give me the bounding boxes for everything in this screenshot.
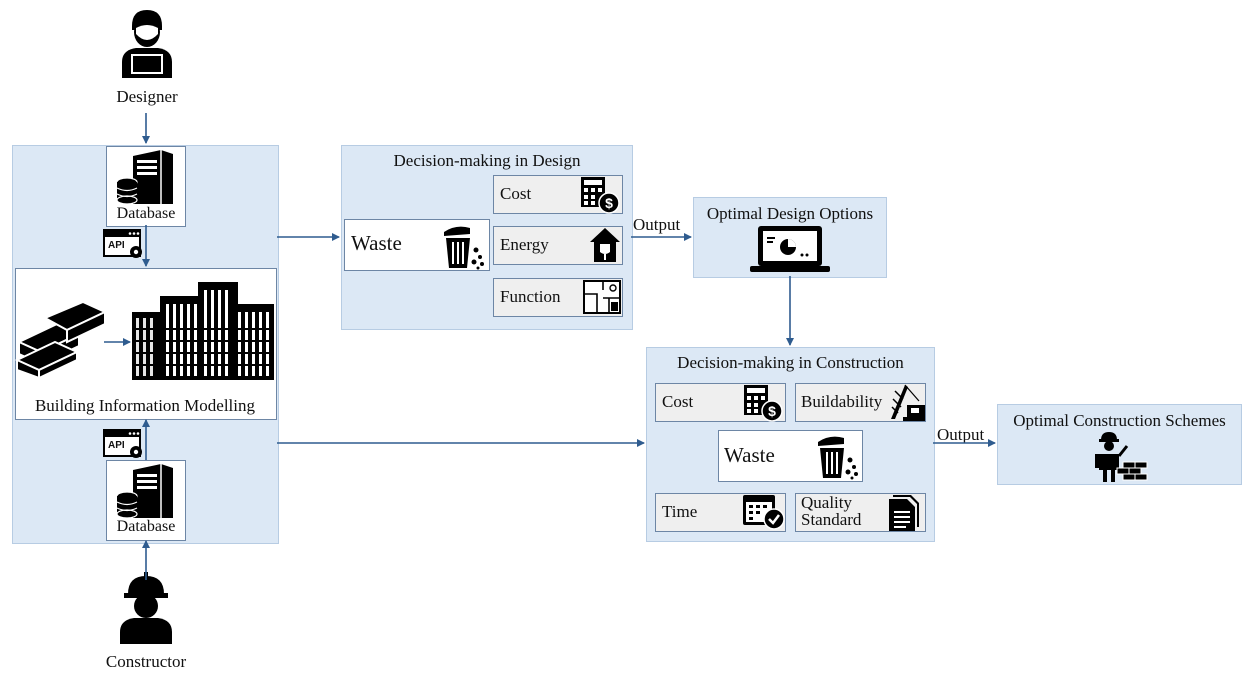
house-plug-icon (590, 228, 620, 262)
design-waste-label: Waste (351, 231, 402, 255)
construction-cost-label: Cost (662, 392, 694, 411)
trash-bin-icon (444, 226, 484, 270)
crane-icon (891, 384, 925, 421)
document-icon (889, 495, 919, 531)
calendar-check-icon (743, 495, 785, 530)
database-bottom-label: Database (116, 518, 176, 535)
svg-text:$: $ (605, 195, 613, 211)
output-label-construction: Output (937, 425, 985, 444)
construction-waste-label: Waste (724, 443, 775, 467)
calculator-dollar-icon: $ (581, 177, 620, 214)
construction-panel-title: Decision-making in Construction (677, 353, 904, 372)
output-label-design: Output (633, 215, 681, 234)
api-top-text: API (108, 240, 125, 251)
database-top-label: Database (116, 205, 176, 222)
bim-label: Building Information Modelling (34, 396, 256, 415)
api-icon-bottom (103, 429, 142, 458)
designer-icon (122, 10, 172, 78)
design-cost-label: Cost (500, 184, 532, 203)
api-bottom-text: API (108, 440, 125, 451)
floor-plan-icon (583, 280, 621, 314)
trash-bin-icon-2 (818, 436, 858, 480)
calculator-dollar-icon-2: $ (744, 385, 783, 422)
database-server-icon-bottom (116, 464, 173, 519)
laptop-chart-icon (750, 226, 830, 272)
design-panel-title: Decision-making in Design (393, 151, 581, 170)
design-energy-label: Energy (500, 235, 549, 254)
constructor-label: Constructor (105, 652, 187, 671)
svg-text:$: $ (768, 403, 776, 419)
construction-quality-label: Quality Standard (801, 493, 862, 529)
database-server-icon (116, 150, 173, 205)
construction-time-label: Time (662, 502, 698, 521)
bricks-icon (14, 300, 108, 380)
optimal-design-title: Optimal Design Options (706, 204, 874, 223)
constructor-icon (120, 572, 172, 644)
api-icon (103, 229, 142, 258)
designer-label: Designer (116, 87, 178, 106)
worker-bricks-icon (1095, 432, 1148, 482)
design-function-label: Function (500, 287, 561, 306)
optimal-construction-title: Optimal Construction Schemes (1013, 411, 1226, 430)
construction-buildability-label: Buildability (801, 392, 883, 411)
buildings-icon (132, 282, 274, 380)
